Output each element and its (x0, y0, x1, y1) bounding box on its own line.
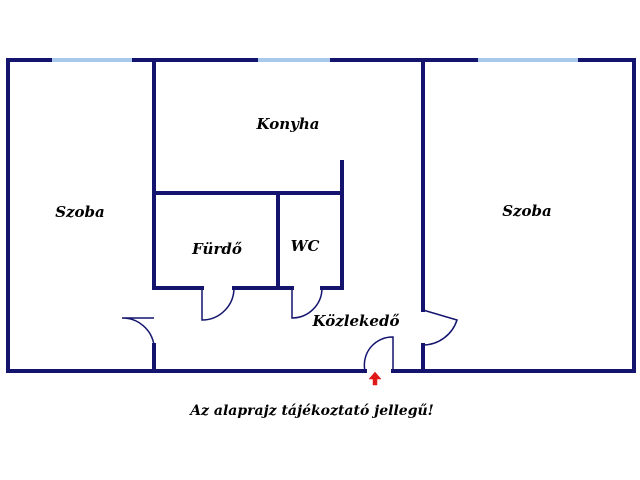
doors (121, 287, 458, 372)
label-toilet: WC (291, 237, 320, 255)
entrance-arrow-icon (368, 371, 382, 386)
door-wc (291, 287, 323, 319)
door-left-room (121, 317, 155, 346)
label-room-right: Szoba (502, 202, 552, 220)
label-bathroom: Fürdő (191, 240, 242, 258)
interior-walls (152, 58, 425, 373)
door-right-room (422, 309, 458, 346)
disclaimer-note: Az alaprajz tájékoztató jellegű! (188, 403, 434, 419)
label-room-left: Szoba (55, 203, 105, 221)
label-kitchen: Konyha (256, 115, 320, 133)
door-bathroom (201, 287, 235, 321)
door-entrance (363, 336, 394, 372)
label-corridor: Közlekedő (312, 312, 400, 330)
